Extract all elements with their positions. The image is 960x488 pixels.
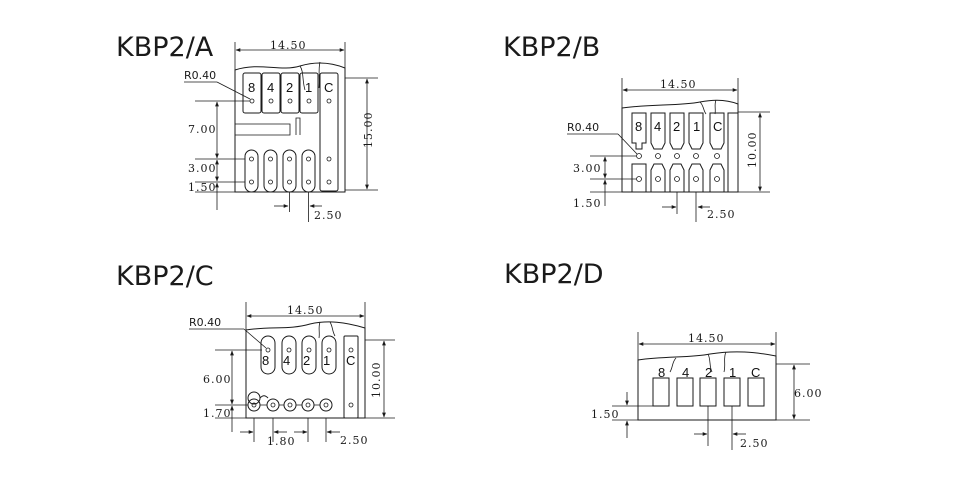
diagram-b-body <box>621 99 739 193</box>
diagram-c-pads: 8 4 2 1 C <box>247 335 359 419</box>
diagram-b-pads: 8 4 2 1 C <box>631 112 739 193</box>
diagram-d-pads: 8 4 2 1 C <box>652 365 765 407</box>
diagram-d-dim-1-5: 1.50 <box>591 408 620 421</box>
diagram-c-pin-4: 4 <box>283 353 290 368</box>
diagram-b-title: KBP2/B <box>503 32 600 63</box>
diagram-b-pin-c: C <box>713 119 722 134</box>
diagram-c-dim-1-7: 1.70 <box>203 407 232 420</box>
diagram-c-height-label: 10.00 <box>370 362 383 399</box>
diagram-d-title: KBP2/D <box>504 259 604 290</box>
diagram-b-dim-3: 3.00 <box>573 162 602 175</box>
diagram-a-pin-2: 2 <box>286 80 293 95</box>
diagram-c-pin-c: C <box>346 353 355 368</box>
diagram-b-height-label: 10.00 <box>746 132 759 169</box>
diagram-b-width-label: 14.50 <box>660 78 697 91</box>
diagram-kbp2-b: KBP2/B 14.50 8 4 2 1 C <box>503 32 770 222</box>
diagram-d-pin-2: 2 <box>705 365 712 380</box>
diagram-b-dim-1-5: 1.50 <box>573 197 602 210</box>
diagram-c-pin-8: 8 <box>262 353 269 368</box>
diagram-b-radius-label: R0.40 <box>567 121 599 134</box>
diagram-b-pitch-label: 2.50 <box>707 208 736 221</box>
diagram-a-width-label: 14.50 <box>270 39 307 52</box>
diagram-c-dim-6: 6.00 <box>203 373 232 386</box>
diagram-a-pin-c: C <box>324 80 333 95</box>
diagram-a-height-label: 15.00 <box>362 112 375 149</box>
diagram-c-pitch-label: 2.50 <box>340 434 369 447</box>
diagram-a-pitch-label: 2.50 <box>314 209 343 222</box>
diagram-a-dim-1-5: 1.50 <box>188 181 217 194</box>
diagram-a-pin-4: 4 <box>267 80 274 95</box>
diagram-b-pin-4: 4 <box>654 119 661 134</box>
diagram-c-title: KBP2/C <box>116 261 214 292</box>
diagram-c-radius-label: R0.40 <box>189 316 221 329</box>
diagram-a-radius-label: R0.40 <box>184 69 216 82</box>
diagram-d-pin-c: C <box>751 365 760 380</box>
diagram-c-pin-1: 1 <box>323 353 330 368</box>
diagram-b-pin-2: 2 <box>673 119 680 134</box>
diagram-b-pin-1: 1 <box>693 119 700 134</box>
diagram-kbp2-a: KBP2/A 14.50 8 4 2 1 C <box>116 32 378 222</box>
diagram-d-pin-1: 1 <box>729 365 736 380</box>
diagram-d-width-label: 14.50 <box>688 332 725 345</box>
diagram-kbp2-c: KBP2/C 14.50 8 4 2 1 C <box>116 261 395 448</box>
diagram-b-pin-8: 8 <box>635 119 642 134</box>
diagram-kbp2-d: KBP2/D 14.50 8 4 2 1 C 1.50 6.00 <box>504 259 823 450</box>
diagram-a-dim-3: 3.00 <box>188 162 217 175</box>
diagram-c-body <box>245 321 366 419</box>
diagram-d-body <box>637 351 777 421</box>
diagram-d-height-label: 6.00 <box>794 387 823 400</box>
diagram-a-bottom-pads <box>244 149 332 193</box>
diagram-a-pin-8: 8 <box>248 80 255 95</box>
diagram-a-dim-7: 7.00 <box>188 123 217 136</box>
diagram-c-pin-2: 2 <box>303 353 310 368</box>
diagram-a-title: KBP2/A <box>116 32 214 63</box>
diagram-a-pin-1: 1 <box>305 80 312 95</box>
diagram-c-width-label: 14.50 <box>287 304 324 317</box>
diagram-d-pin-4: 4 <box>682 365 689 380</box>
diagram-d-pin-8: 8 <box>658 365 665 380</box>
diagram-d-pitch-label: 2.50 <box>740 437 769 450</box>
diagram-a-top-pads: 8 4 2 1 C <box>242 72 339 192</box>
diagram-c-pitch1-label: 1.80 <box>267 435 296 448</box>
